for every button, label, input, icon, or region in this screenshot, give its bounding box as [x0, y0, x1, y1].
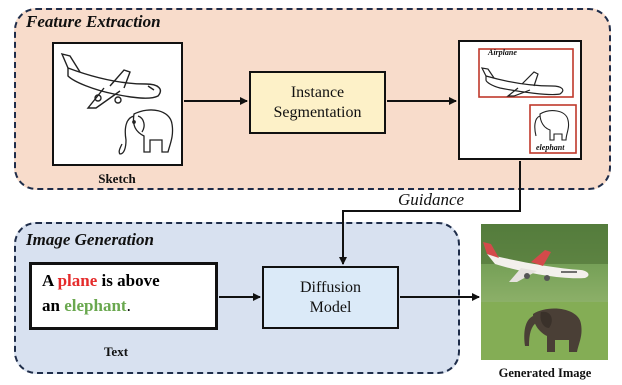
- diffusion-model-box: Diffusion Model: [262, 266, 399, 329]
- text-label: Text: [103, 344, 129, 359]
- prompt-word-an: an: [42, 295, 65, 315]
- airplane-sketch: [60, 52, 162, 109]
- elephant-bbox: [529, 104, 577, 154]
- diffusion-line2: Model: [309, 298, 352, 316]
- elephant-sketch: [118, 109, 174, 155]
- prompt-line-1: A plane is above: [42, 269, 205, 294]
- instance-segmentation-box: Instance Segmentation: [249, 71, 386, 134]
- segmented-drawing: [478, 48, 577, 154]
- segmentation-line2: Segmentation: [273, 103, 362, 121]
- prompt-word-a: A: [42, 271, 58, 290]
- prompt-word-elephant: elephant: [64, 295, 127, 315]
- sketch-drawing: [60, 52, 174, 155]
- elephant-tag: elephant: [536, 143, 565, 152]
- prompt-word-plane: plane: [57, 271, 98, 290]
- generated-image-label: Generated Image: [498, 366, 592, 380]
- segmented-sketch-image: Airplane elephant: [458, 40, 582, 160]
- prompt-period: .: [126, 295, 131, 315]
- segmentation-line1: Instance: [290, 83, 345, 101]
- text-prompt-box: A plane is above an elephant.: [29, 262, 218, 330]
- generated-elephant: [524, 308, 582, 352]
- diffusion-line1: Diffusion: [299, 278, 362, 296]
- sketch-label: Sketch: [98, 171, 136, 186]
- airplane-bbox: [478, 48, 574, 98]
- prompt-line-2: an elephant.: [42, 294, 205, 319]
- generated-image: [481, 224, 608, 360]
- generated-airplane: [483, 242, 589, 282]
- generated-photo: [481, 224, 608, 360]
- feature-extraction-title: Feature Extraction: [26, 12, 161, 31]
- arrow-guidance: [339, 161, 521, 265]
- airplane-sketch-small: [480, 67, 564, 97]
- image-generation-title: Image Generation: [26, 230, 154, 249]
- elephant-sketch-small: [534, 110, 570, 141]
- sketch-image: [52, 42, 183, 166]
- prompt-words-is-above: is above: [97, 271, 160, 290]
- airplane-tag: Airplane: [488, 48, 517, 57]
- guidance-label: Guidance: [398, 190, 465, 209]
